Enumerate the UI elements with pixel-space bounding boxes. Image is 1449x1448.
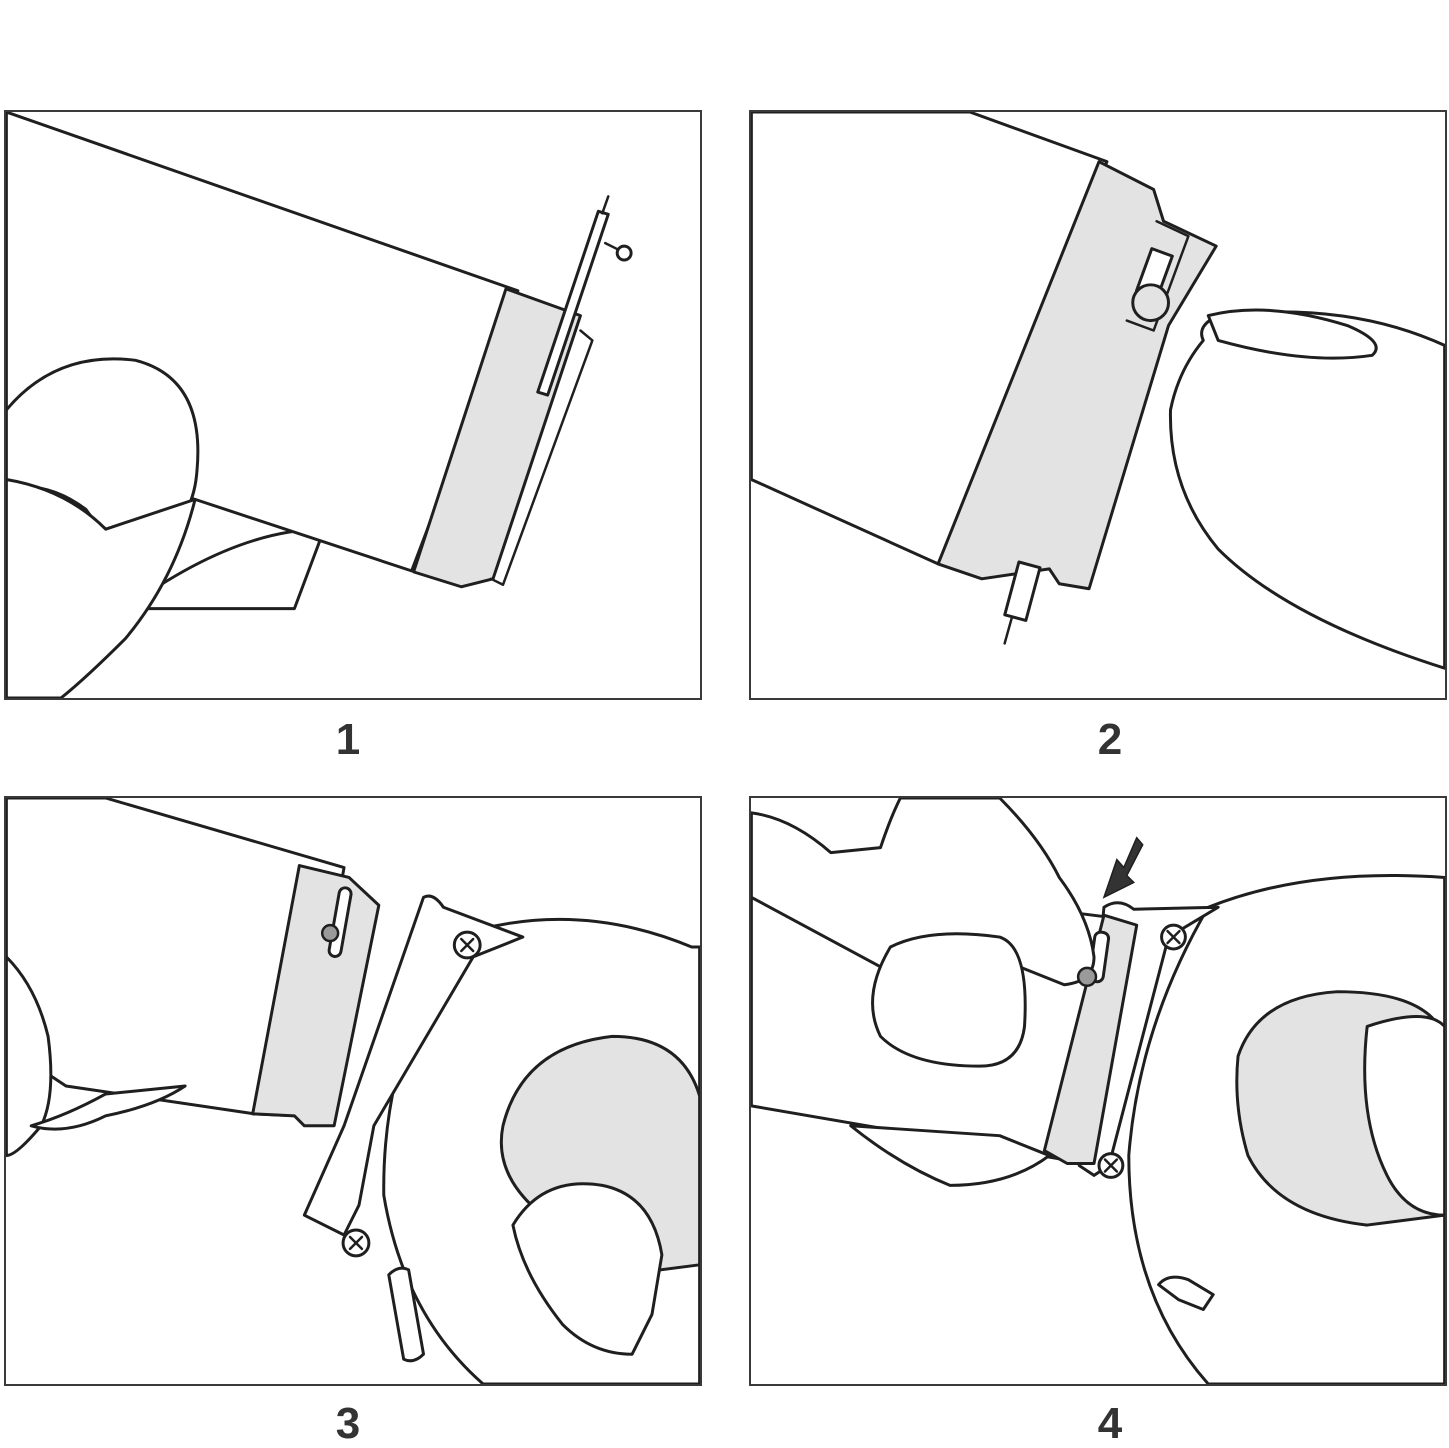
strap-end-plate [1042, 913, 1139, 1165]
step-3-panel [4, 796, 702, 1386]
hand-lower [849, 1124, 1051, 1187]
thumb [6, 357, 200, 541]
lower-pin-tip [1003, 617, 1013, 645]
step-4-illustration [751, 798, 1445, 1384]
step-4-number: 4 [1097, 1399, 1123, 1448]
quick-release-knob [1131, 283, 1171, 323]
thumb-loop [871, 932, 1027, 1068]
spring-bar-tip [601, 195, 610, 215]
watch-strap [751, 112, 1109, 566]
step-2-illustration [751, 112, 1445, 670]
quick-release-knob [320, 923, 340, 943]
spring-bar-pin [615, 244, 633, 262]
finger [1169, 310, 1445, 670]
finger-through-case [1363, 1015, 1445, 1217]
step-3-illustration [6, 798, 700, 1384]
fingernail [1206, 308, 1378, 360]
step-1-panel [4, 110, 702, 700]
index-finger [6, 478, 197, 698]
crown [1157, 1275, 1215, 1311]
spring-bar [536, 209, 610, 397]
pin-slot [1125, 220, 1190, 332]
crown [387, 1266, 426, 1363]
strap-end-plate-edge [489, 329, 594, 587]
hand-lower [29, 1084, 187, 1131]
quick-release-knob [1076, 966, 1098, 987]
step-3-number: 3 [335, 1399, 361, 1448]
step-4-panel [749, 796, 1447, 1386]
strap-end-plate [251, 864, 381, 1128]
press-arrow [1102, 836, 1144, 899]
step-2-number: 2 [1097, 715, 1123, 764]
hand [6, 955, 53, 1158]
lower-pin [1003, 560, 1042, 622]
step-2-panel [749, 110, 1447, 700]
finger-through-case [511, 1182, 664, 1356]
step-1-number: 1 [335, 715, 361, 764]
step-1-illustration [6, 112, 633, 698]
